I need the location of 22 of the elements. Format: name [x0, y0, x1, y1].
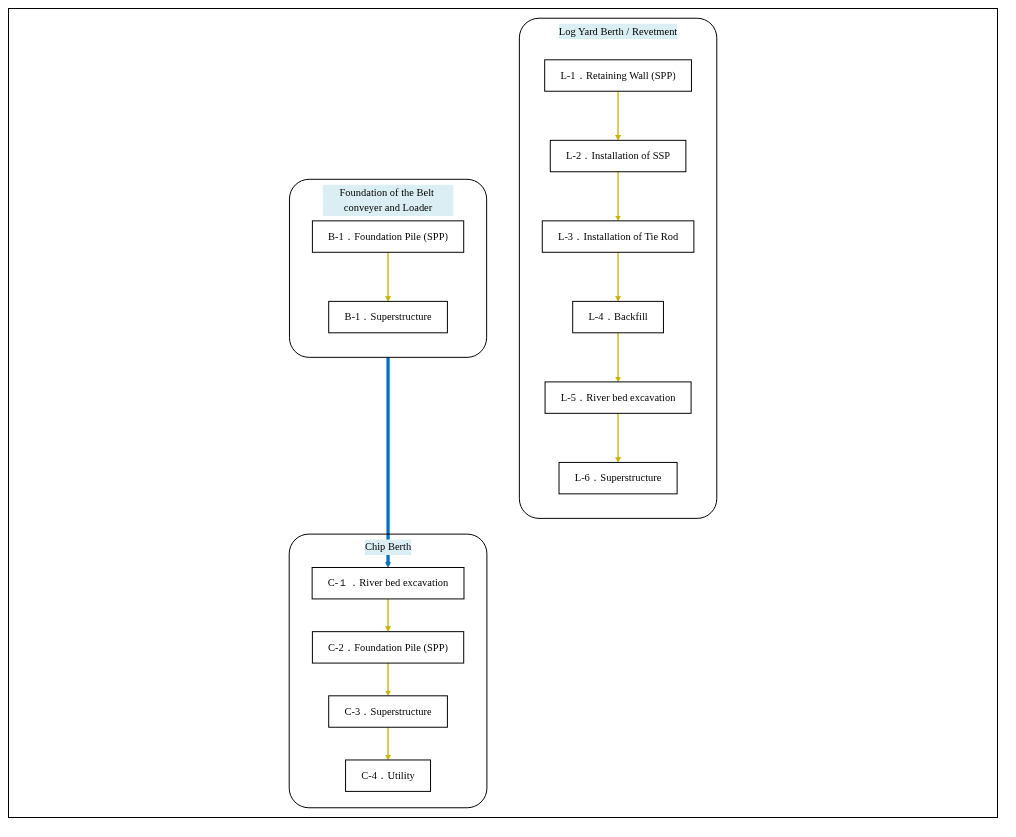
node-box: C-4．Utility [345, 759, 432, 792]
node-box: C-2．Foundation Pile (SPP) [311, 631, 465, 664]
arrow [615, 332, 621, 383]
node-box: L-6．Superstructure [558, 461, 678, 495]
node-box: C-１．River bed excavation [311, 567, 465, 600]
arrow [385, 662, 391, 697]
arrow [615, 251, 621, 302]
node-box: B-1．Foundation Pile (SPP) [311, 220, 465, 253]
arrow [615, 412, 621, 463]
arrow [615, 90, 621, 141]
arrow [385, 598, 391, 632]
arrow [385, 251, 391, 302]
node-box: B-1．Superstructure [328, 300, 448, 334]
node-box: L-2．Installation of SSP [549, 139, 687, 173]
node-box: L-5．River bed excavation [544, 381, 692, 414]
node-box: C-3．Superstructure [328, 695, 448, 728]
arrow [385, 357, 391, 568]
arrow [385, 726, 391, 761]
arrow [615, 171, 621, 222]
node-box: L-1．Retaining Wall (SPP) [544, 59, 692, 92]
node-box: L-4．Backfill [572, 300, 664, 334]
node-box: L-3．Installation of Tie Rod [541, 220, 695, 253]
